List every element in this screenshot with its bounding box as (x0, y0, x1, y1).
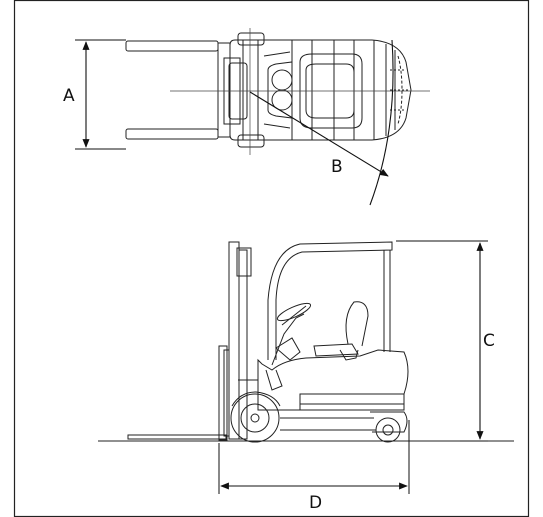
dimension-a-label: A (63, 86, 75, 106)
dimension-b-label: B (331, 157, 343, 177)
frame-border (13, 0, 530, 517)
dimension-b-line (249, 91, 389, 177)
top-view (125, 32, 412, 148)
turning-radius-arc (369, 39, 394, 206)
top-fork-upper (125, 40, 219, 52)
top-body-outline (229, 39, 412, 141)
top-fork-lower (125, 128, 219, 140)
front-wheel (230, 393, 280, 443)
side-fork (127, 434, 227, 440)
dimension-c-label: C (483, 331, 495, 351)
rear-wheel (375, 417, 401, 443)
operator-seat (313, 343, 359, 357)
truck-body (257, 349, 409, 411)
dimension-d-label: D (309, 493, 322, 513)
overhead-guard (267, 241, 393, 360)
side-view (127, 241, 409, 443)
